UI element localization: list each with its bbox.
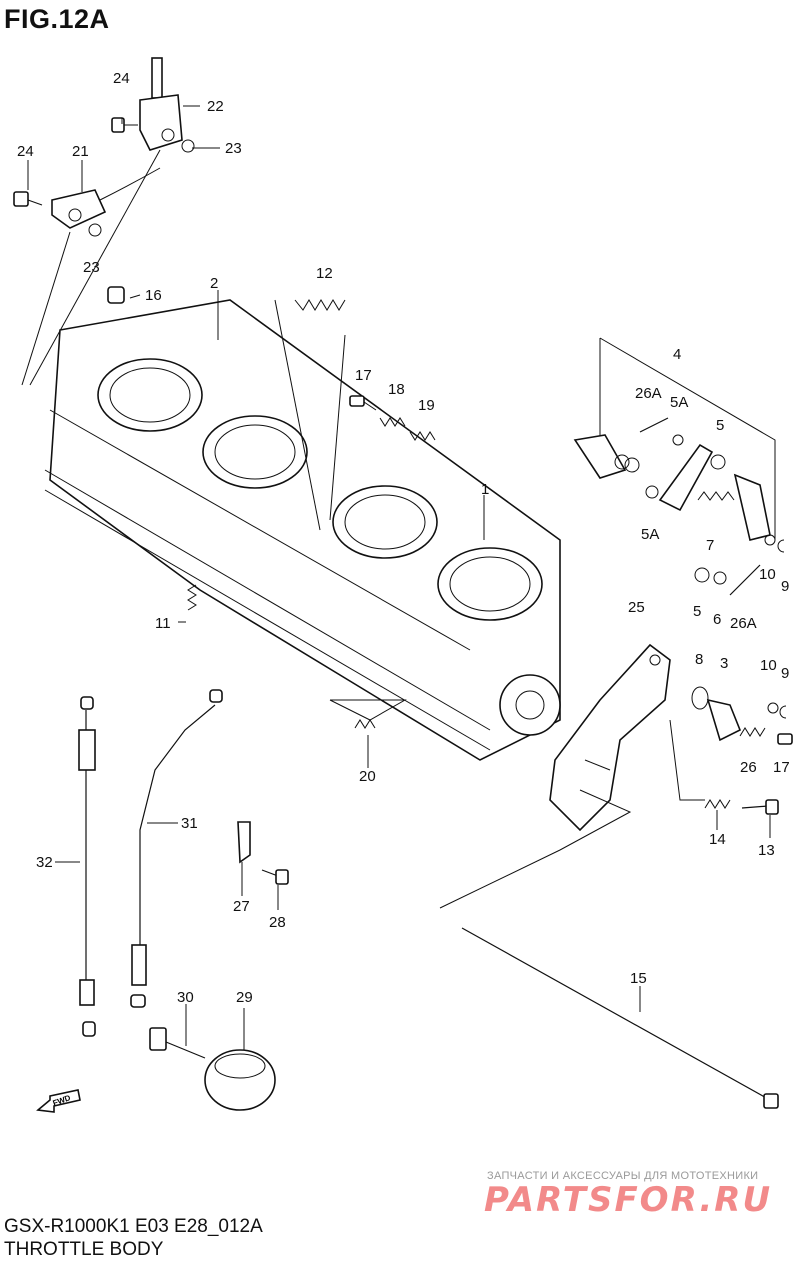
screw-13: [741, 799, 779, 815]
section-title: THROTTLE BODY: [4, 1239, 164, 1260]
callout-29: 29: [236, 989, 253, 1006]
bolt-24-top: [111, 117, 138, 133]
callout-4: 4: [673, 346, 681, 363]
spring-14: [704, 799, 731, 809]
bolt-24-left: [13, 191, 43, 207]
screw-17-right: [777, 733, 793, 745]
washer-10-lower: [767, 702, 779, 714]
bracket-27: [237, 821, 251, 864]
callout-22: 22: [207, 98, 224, 115]
callout-30: 30: [177, 989, 194, 1006]
pin-26A-top: [639, 417, 669, 433]
watermark-tagline: ЗАПЧАСТИ И АКСЕССУАРЫ ДЛЯ МОТОТЕХНИКИ: [487, 1170, 759, 1182]
callout-7: 7: [706, 537, 714, 554]
callout-27: 27: [233, 898, 250, 915]
callout-5A-top: 5A: [670, 394, 688, 411]
callout-26: 26: [740, 759, 757, 776]
washer-5A-lower: [645, 485, 659, 499]
cable-31: [130, 689, 223, 1008]
callout-20: 20: [359, 768, 376, 785]
spring-26: [739, 727, 766, 737]
bolt-30: [149, 1027, 206, 1059]
callout-31: 31: [181, 815, 198, 832]
clip-9-top: [777, 539, 785, 553]
fwd-marker: FWD: [36, 1089, 81, 1113]
cable-32: [78, 696, 96, 1037]
callout-25: 25: [628, 599, 645, 616]
callout-14: 14: [709, 831, 726, 848]
sensor-21: [51, 167, 161, 237]
callout-24-left: 24: [17, 143, 34, 160]
pin-26A-lower: [729, 564, 761, 596]
spring-8: [691, 686, 709, 710]
figure-title: FIG.12A: [4, 4, 110, 34]
washer-6: [713, 571, 727, 585]
callout-24-top: 24: [113, 70, 130, 87]
spring-19: [409, 431, 436, 441]
callout-17-right: 17: [773, 759, 790, 776]
lever-3: [706, 698, 742, 742]
model-code: GSX-R1000K1 E03 E28_012A: [4, 1216, 263, 1237]
callout-13: 13: [758, 842, 775, 859]
callout-10-top: 10: [759, 566, 776, 583]
callout-23-top: 23: [225, 140, 242, 157]
cap-29: [204, 1049, 276, 1111]
callout-8: 8: [695, 651, 703, 668]
spring-7: [697, 491, 735, 501]
callout-15: 15: [630, 970, 647, 987]
watermark-brand[interactable]: PARTSFOR.RU: [484, 1180, 773, 1220]
callout-6: 6: [713, 611, 721, 628]
rod-15: [461, 927, 779, 1109]
callout-28: 28: [269, 914, 286, 931]
washer-5A-top: [672, 434, 684, 446]
screw-17-top: [349, 395, 377, 411]
callout-2: 2: [210, 275, 218, 292]
callout-1: 1: [481, 481, 489, 498]
callout-9-lower: 9: [781, 665, 789, 682]
sensor-22: [139, 57, 195, 153]
washer-10-top: [764, 534, 776, 546]
callout-5-top: 5: [716, 417, 724, 434]
spring-18: [379, 417, 406, 427]
bracket-25: [549, 643, 671, 832]
callout-11: 11: [155, 615, 171, 632]
callout-19: 19: [418, 397, 435, 414]
callout-17-top: 17: [355, 367, 372, 384]
callout-21: 21: [72, 143, 89, 160]
throttle-body-assembly: [44, 299, 561, 761]
callout-32: 32: [36, 854, 53, 871]
washer-5-lower: [694, 567, 710, 583]
spring-11: [187, 584, 197, 611]
callout-16: 16: [145, 287, 162, 304]
callout-9-top: 9: [781, 578, 789, 595]
spring-20: [354, 719, 376, 729]
callout-5A-lower: 5A: [641, 526, 659, 543]
callout-12: 12: [316, 265, 333, 282]
callout-23-left: 23: [83, 259, 100, 276]
clip-9-lower: [779, 705, 787, 719]
callout-10-lower: 10: [760, 657, 777, 674]
callout-3: 3: [720, 655, 728, 672]
callout-26A-top: 26A: [635, 385, 662, 402]
bracket-4: [573, 434, 640, 479]
callout-18: 18: [388, 381, 405, 398]
spring-12: [294, 299, 346, 311]
callout-26A-lower: 26A: [730, 615, 757, 632]
nut-16: [107, 286, 125, 304]
bolt-28: [261, 869, 289, 885]
arrow-left-icon: [36, 1089, 81, 1113]
callout-5-lower: 5: [693, 603, 701, 620]
